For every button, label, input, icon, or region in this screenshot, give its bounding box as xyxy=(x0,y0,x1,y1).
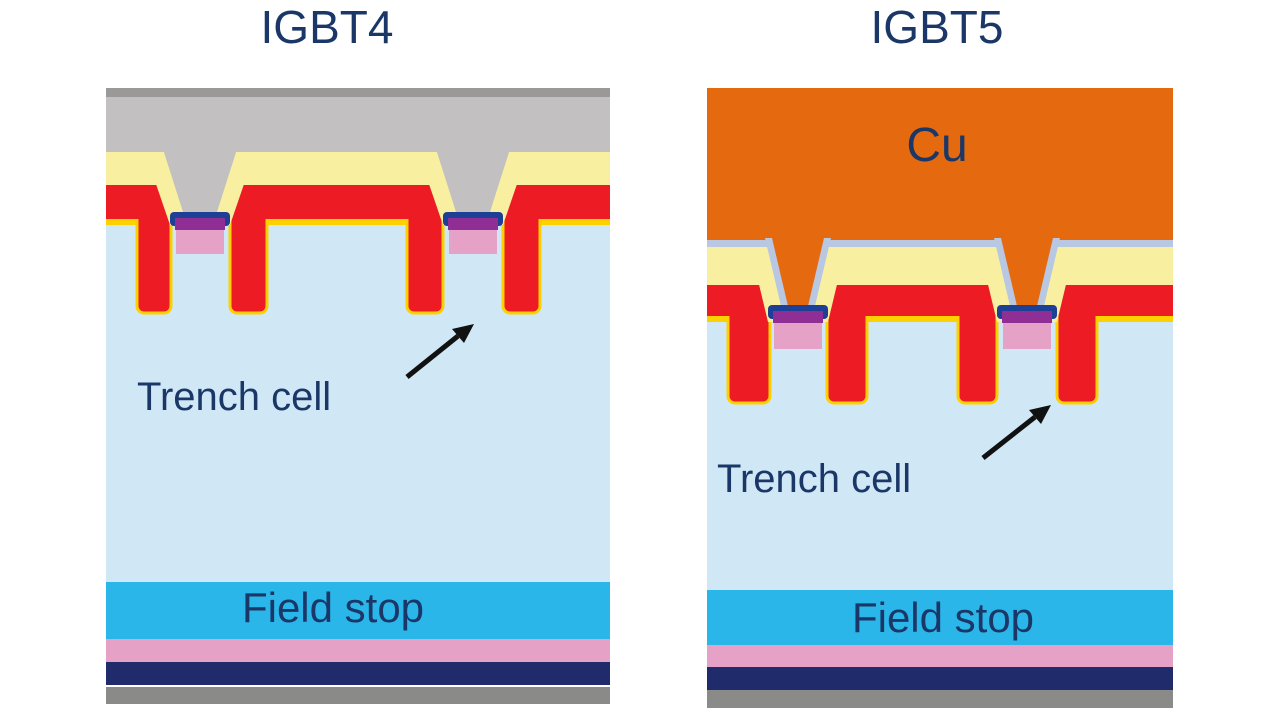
igbt4-backside-pink-layer xyxy=(106,639,610,662)
igbt5-title: IGBT5 xyxy=(870,1,1004,53)
igbt5-backside-navy-layer xyxy=(707,667,1173,690)
trench-cell-arrow xyxy=(405,334,460,379)
igbt5-copper-metal-layer xyxy=(707,88,1173,240)
igbt5-field-stop-label: Field stop xyxy=(851,594,1035,641)
igbt5-cu-label: Cu xyxy=(906,119,968,172)
igbt4-pbody-underline xyxy=(106,219,610,225)
igbt5-cell-contact-bar xyxy=(773,311,823,323)
igbt4-aluminum-metal-layer xyxy=(106,97,610,152)
igbt4-cell-contact-bar xyxy=(448,218,498,230)
igbt5-cell-contact-bar xyxy=(1002,311,1052,323)
igbt5-cross-section-diagram xyxy=(707,88,1173,708)
igbt4-title: IGBT4 xyxy=(260,1,394,53)
igbt5-barrier-liner xyxy=(707,240,1173,247)
igbt4-cell-contact-well xyxy=(176,230,224,254)
igbt5-backside-pink-layer xyxy=(707,645,1173,667)
igbt5-drift-region xyxy=(707,322,1173,590)
igbt4-backside-white-line xyxy=(106,685,558,688)
trench-cell-arrow xyxy=(981,415,1037,460)
igbt4-metal-contact-funnel xyxy=(162,146,238,212)
igbt4-cross-section-diagram xyxy=(106,88,610,704)
igbt5-copper-contact-funnel xyxy=(772,238,824,306)
igbt4-top-metal-edge-strip xyxy=(106,88,610,97)
igbt5-copper-contact-funnel xyxy=(1001,238,1053,306)
igbt4-metal-contact-funnel xyxy=(435,146,511,212)
igbt4-cell-contact-well xyxy=(449,230,497,254)
igbt4-trench-cell-label: Trench cell xyxy=(137,375,332,419)
igbt4-field-stop-layer xyxy=(106,582,610,639)
igbt4-cell-contact-bar xyxy=(175,218,225,230)
igbt5-field-stop-layer xyxy=(707,590,1173,645)
trench-cell-arrowhead xyxy=(452,324,474,343)
igbt5-pbody-underline xyxy=(707,316,1173,322)
igbt5-cell-contact-well xyxy=(774,323,822,349)
igbt4-backside-navy-layer xyxy=(106,662,610,685)
igbt5-backside-metal-layer xyxy=(707,690,1173,708)
igbt4-field-stop-label: Field stop xyxy=(241,584,425,631)
igbt4-backside-metal-layer xyxy=(106,687,610,704)
trench-cell-arrowhead xyxy=(1029,405,1051,424)
igbt5-cell-contact-well xyxy=(1003,323,1051,349)
igbt5-trench-cell-label: Trench cell xyxy=(717,457,912,501)
